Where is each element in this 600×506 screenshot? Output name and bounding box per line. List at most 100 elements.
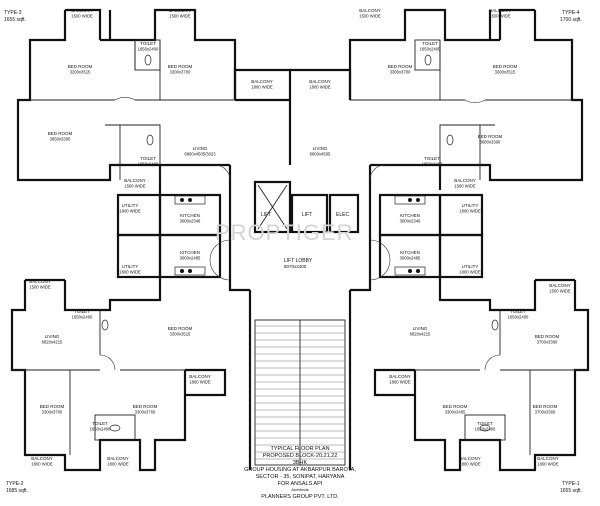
title-line: SECTOR - 35, SONIPAT, HARYANA — [256, 474, 345, 480]
staircase — [254, 319, 346, 466]
room-dims-label: 1800 WIDE — [107, 462, 129, 467]
room-dims-label: 3300x3700 — [135, 410, 156, 415]
door-swings — [99, 97, 501, 371]
room-dims-label: 3300x3515 — [495, 70, 516, 75]
room-dims-label: 1800 WIDE — [31, 462, 53, 467]
unit-type-labels: TYPE-3 1655 sqft. TYPE-4 1700 sqft. TYPE… — [4, 10, 582, 494]
title-line: Architects — [291, 487, 309, 492]
room-dims-label: 3300x3515 — [170, 332, 191, 337]
room-name-label: LIVING — [313, 146, 328, 151]
room-name-label: BED ROOM — [478, 134, 503, 139]
room-dims-label: 3680x3300 — [480, 140, 501, 145]
unit-type-label: TYPE-2 — [6, 481, 24, 487]
room-name-label: TOILET — [74, 309, 90, 314]
room-dims-label: 1500 WIDE — [454, 184, 476, 189]
room-name-label: UTILITY — [462, 264, 479, 269]
room-dims-label: 3700x3300 — [537, 340, 558, 345]
room-name-label: BALCONY — [29, 279, 51, 284]
room-dims-label: 1650x2400 — [72, 315, 93, 320]
unit-area-label: 1655 sqft. — [4, 17, 26, 23]
room-dims-label: 6820x4215 — [410, 332, 431, 337]
room-dims-label: 3700x3300 — [535, 410, 556, 415]
title-block: TYPICAL FLOOR PLAN PROPOSED BLOCK-20,21,… — [244, 446, 356, 500]
title-line: TYPICAL FLOOR PLAN — [270, 446, 329, 452]
room-name-label: BED ROOM — [68, 64, 93, 69]
room-dims-label: 1650x2400 — [420, 47, 441, 52]
room-name-label: LIVING — [45, 334, 60, 339]
room-name-label: BALCONY — [359, 8, 381, 13]
core-labels: LIFT LIFT ELEC LIFT LOBBY 8070x2400 — [261, 212, 349, 269]
title-line: PLANNERS GROUP PVT. LTD. — [261, 494, 339, 500]
unit-area-label: 1685 sqft. — [6, 488, 28, 494]
title-line: FOR ANSALS API — [278, 481, 323, 487]
lift-lobby-dims: 8070x2400 — [284, 264, 307, 269]
room-name-label: BALCONY — [459, 456, 481, 461]
room-dims-label: 1650x2400 — [90, 427, 111, 432]
room-dims-label: 1500 WIDE — [359, 14, 381, 19]
title-line: 3BHK — [293, 460, 308, 466]
room-dims-label: 1500 WIDE — [549, 289, 571, 294]
room-name-label: UTILITY — [122, 203, 139, 208]
room-dims-label: 1800 WIDE — [251, 85, 273, 90]
lift-lobby-label: LIFT LOBBY — [284, 258, 313, 264]
room-name-label: LIVING — [413, 326, 428, 331]
room-name-label: BALCONY — [309, 79, 331, 84]
room-name-label: TOILET — [140, 156, 156, 161]
room-name-label: BED ROOM — [535, 334, 560, 339]
title-line: PROPOSED BLOCK-20,21,22 — [263, 453, 338, 459]
room-dims-label: 1860 WIDE — [389, 380, 411, 385]
watermark: PROPTIGER — [215, 220, 354, 245]
room-name-label: BALCONY — [549, 283, 571, 288]
room-name-label: BED ROOM — [168, 64, 193, 69]
room-dims-label: 1650x2400 — [422, 162, 443, 167]
room-dims-label: 3000x2346 — [400, 219, 421, 224]
room-dims-label: 6800x4505 — [310, 152, 331, 157]
room-dims-label: 1650x2400 — [508, 315, 529, 320]
room-dims-label: 3300x3700 — [42, 410, 63, 415]
room-dims-label: 1800 WIDE — [309, 85, 331, 90]
room-name-label: BED ROOM — [388, 64, 413, 69]
room-dims-label: 1500 WIDE — [169, 14, 191, 19]
room-name-label: BALCONY — [124, 178, 146, 183]
room-name-label: BED ROOM — [443, 404, 468, 409]
room-name-label: BALCONY — [251, 79, 273, 84]
room-dims-label: 3000x2485 — [180, 256, 201, 261]
walls — [10, 8, 590, 472]
room-name-label: BED ROOM — [40, 404, 65, 409]
room-dims-label: 1860 WIDE — [189, 380, 211, 385]
unit-area-label: 1655 sqft. — [560, 488, 582, 494]
lift-label: LIFT — [261, 212, 271, 218]
room-dims-label: 1500 WIDE — [124, 184, 146, 189]
room-name-label: BALCONY — [454, 178, 476, 183]
unit-type-label: TYPE-4 — [562, 10, 580, 16]
room-dims-label: 1800 WIDE — [459, 270, 481, 275]
room-dims-label: 3300x3700 — [390, 70, 411, 75]
room-name-label: LIVING — [193, 146, 208, 151]
room-name-label: KITCHEN — [400, 250, 420, 255]
room-name-label: KITCHEN — [180, 250, 200, 255]
room-dims-label: 1650x2400 — [138, 162, 159, 167]
room-dims-label: 1800 WIDE — [459, 462, 481, 467]
room-dims-label: 1800 WIDE — [119, 270, 141, 275]
room-dims-label: 1800 WIDE — [537, 462, 559, 467]
fixtures — [101, 54, 499, 432]
room-name-label: BALCONY — [71, 8, 93, 13]
room-name-label: BALCONY — [169, 8, 191, 13]
room-name-label: UTILITY — [462, 203, 479, 208]
room-name-label: TOILET — [477, 421, 493, 426]
room-dims-label: 1500 WIDE — [489, 14, 511, 19]
elec-label: ELEC — [336, 212, 349, 218]
unit-type-label: TYPE-1 — [562, 481, 580, 487]
room-dims-label: 1650x2400 — [138, 47, 159, 52]
room-name-label: BED ROOM — [168, 326, 193, 331]
room-name-label: TOILET — [140, 41, 156, 46]
room-dims-label: 1500 WIDE — [71, 14, 93, 19]
room-dims-label: 6800x4505/3023 — [184, 152, 216, 157]
room-dims-label: 3200x3515 — [70, 70, 91, 75]
room-dims-label: 3300x3465 — [445, 410, 466, 415]
room-name-label: BED ROOM — [133, 404, 158, 409]
room-name-label: BALCONY — [107, 456, 129, 461]
room-dims-label: 3650x3300 — [50, 137, 71, 142]
